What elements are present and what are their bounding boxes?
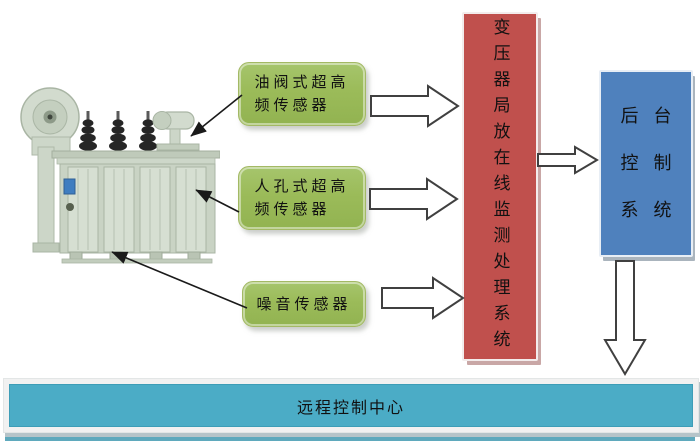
block-arrow-sensor2-to-monitor (369, 177, 459, 221)
backend-label-line: 系统 (620, 200, 687, 221)
sensor-label-line: 噪音传感器 (256, 294, 352, 313)
sensor-box-manhole-uhf: 人孔式超高 频传感器 (238, 166, 366, 230)
block-arrow-sensor3-to-monitor (381, 276, 465, 320)
sensor-box-label: 油阀式超高 频传感器 (254, 71, 349, 117)
block-arrow-monitor-to-backend (537, 145, 599, 175)
sensor-box-oil-valve-uhf: 油阀式超高 频传感器 (238, 62, 366, 126)
remote-control-bar: 远程控制中心 (3, 378, 699, 433)
backend-label-line: 后台 (620, 106, 687, 127)
transformer-photo (20, 87, 220, 264)
sensor-box-label: 人孔式超高 频传感器 (254, 175, 349, 221)
bottom-strip (5, 437, 695, 441)
remote-control-label: 远程控制中心 (296, 397, 405, 417)
backend-control-label: 后台 控制 系统 (621, 93, 672, 234)
sensor-box-label: 噪音传感器 (256, 293, 351, 316)
block-arrow-backend-to-remote (603, 260, 647, 376)
monitor-system-label: 变压器局放在线监测处理系统 (489, 17, 510, 356)
sensor-box-noise: 噪音传感器 (242, 281, 366, 327)
sensor-label-line: 油阀式超高 (254, 73, 350, 91)
sensor-label-line: 频传感器 (254, 96, 331, 114)
backend-control-box: 后台 控制 系统 (599, 70, 693, 257)
monitor-system-box: 变压器局放在线监测处理系统 (462, 12, 538, 361)
remote-control-bar-fill: 远程控制中心 (9, 384, 693, 427)
backend-label-line: 控制 (620, 153, 687, 174)
sensor-label-line: 频传感器 (254, 200, 331, 218)
block-arrow-sensor1-to-monitor (370, 84, 460, 128)
sensor-label-line: 人孔式超高 (254, 177, 350, 195)
